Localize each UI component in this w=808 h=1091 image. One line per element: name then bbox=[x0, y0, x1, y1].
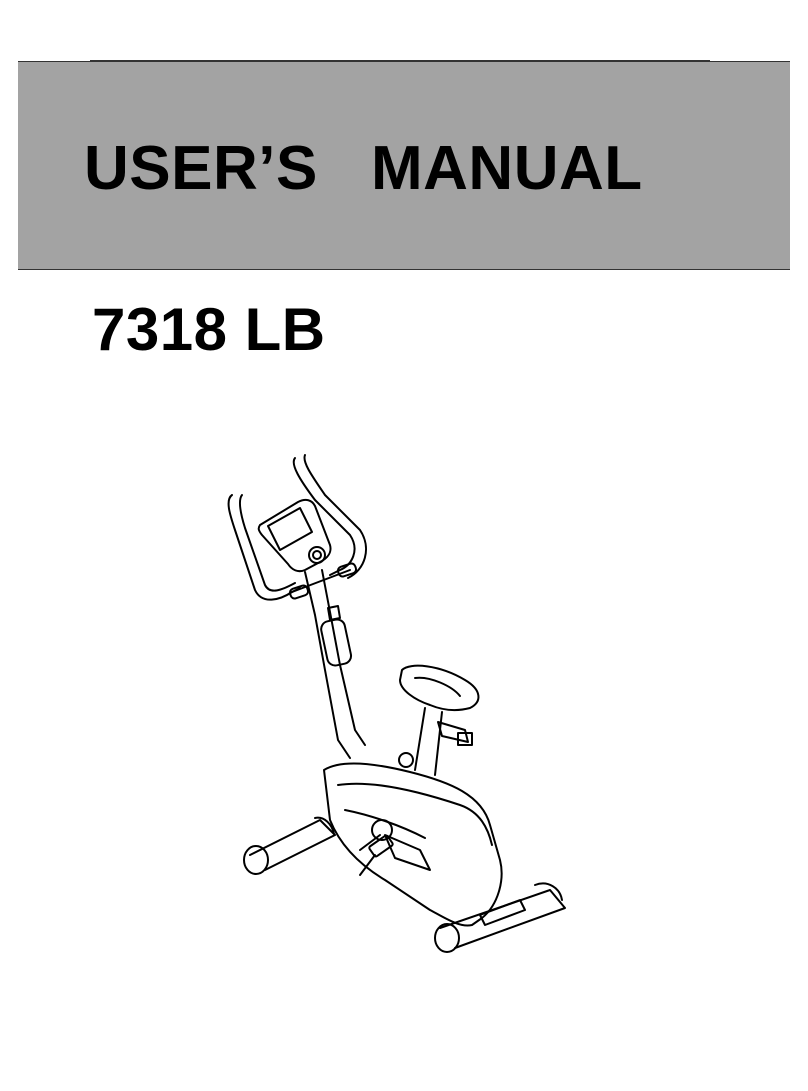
exercise-bike-icon bbox=[220, 440, 600, 1000]
manual-title: USER’S MANUAL bbox=[84, 138, 643, 200]
model-number: 7318 LB bbox=[92, 300, 326, 360]
exercise-bike-illustration bbox=[220, 440, 600, 1000]
